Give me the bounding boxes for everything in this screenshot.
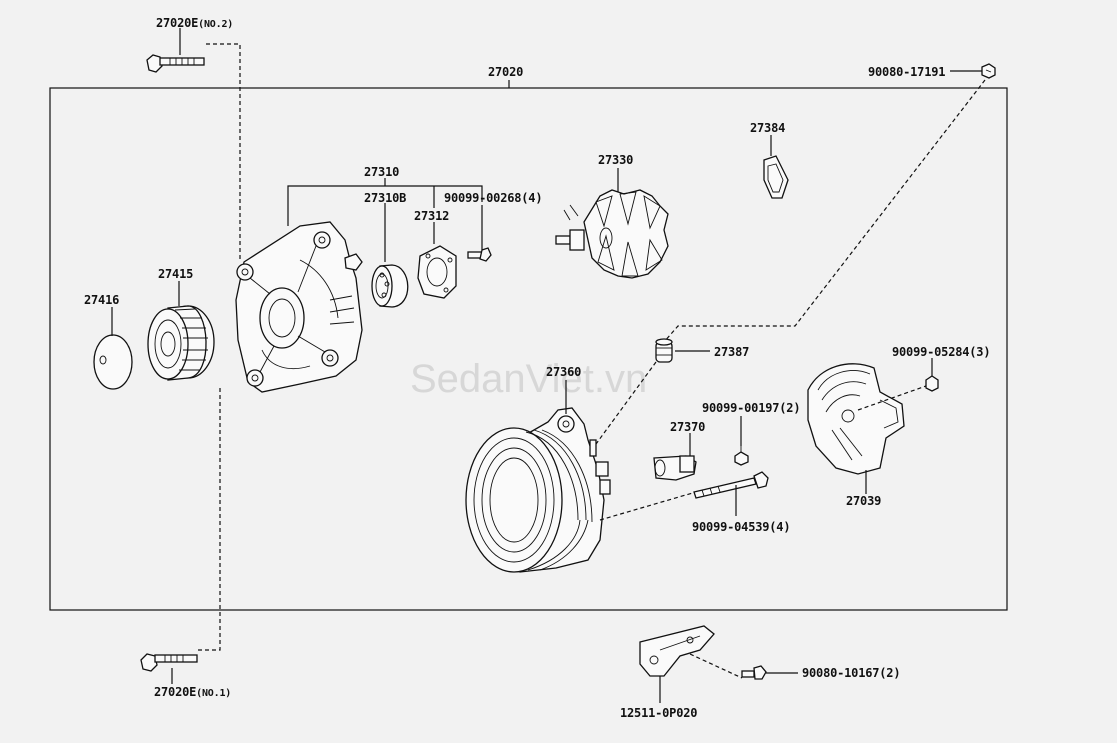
label-27020e-no2[interactable]: 27020E(NO.2)	[156, 16, 233, 30]
dash-insulator-stator	[595, 361, 657, 445]
label-90099-04539[interactable]: 90099-04539(4)	[692, 520, 791, 534]
screw-90099-00197[interactable]	[734, 446, 749, 466]
bolt-no1[interactable]	[140, 653, 198, 672]
label-90080-10167[interactable]: 90080-10167(2)	[802, 666, 901, 680]
label-27020e-no1[interactable]: 27020E(NO.1)	[154, 685, 231, 699]
dash-bracket-bolt	[689, 653, 743, 679]
label-27310[interactable]: 27310	[364, 165, 399, 179]
assembly-frame	[49, 87, 1008, 611]
pulley-27415[interactable]	[147, 305, 215, 381]
dash-cover-nut	[857, 385, 927, 411]
rear-cover-27039[interactable]	[807, 363, 905, 475]
bearing-27310b[interactable]	[371, 264, 409, 308]
label-27384[interactable]: 27384	[750, 121, 785, 135]
dash-bolt-no2	[206, 43, 241, 262]
brush-holder-27370[interactable]	[653, 455, 697, 481]
label-90099-00197[interactable]: 90099-00197(2)	[702, 401, 801, 415]
stator-27360[interactable]	[465, 407, 611, 573]
bolt-90080-10167[interactable]	[741, 665, 767, 680]
bolt-no2[interactable]	[146, 54, 205, 73]
washer-27416[interactable]	[93, 334, 133, 390]
terminal-insulator-27387[interactable]	[655, 338, 673, 363]
screw-90099-00268[interactable]	[467, 247, 492, 262]
retainer-plate-27312[interactable]	[417, 245, 457, 299]
label-90099-00268[interactable]: 90099-00268(4)	[444, 191, 543, 205]
label-27039[interactable]: 27039	[846, 494, 881, 508]
nut-90080-17191[interactable]	[981, 63, 996, 79]
label-27310b[interactable]: 27310B	[364, 191, 406, 205]
label-27387[interactable]: 27387	[714, 345, 749, 359]
bracket-12511-0p020[interactable]	[639, 625, 715, 677]
dash-terminal-nut	[663, 79, 986, 343]
label-27415[interactable]: 27415	[158, 267, 193, 281]
watermark: SedanViet.vn	[410, 357, 647, 401]
drive-end-frame-27310[interactable]	[235, 221, 363, 393]
label-12511-0p020[interactable]: 12511-0P020	[620, 706, 697, 720]
label-27330[interactable]: 27330	[598, 153, 633, 167]
through-bolt-90099-04539[interactable]	[693, 471, 769, 499]
label-27360[interactable]: 27360	[546, 365, 581, 379]
nut-90099-05284[interactable]	[925, 375, 939, 392]
label-27416[interactable]: 27416	[84, 293, 119, 307]
label-90080-17191[interactable]: 90080-17191	[868, 65, 945, 79]
rotor-27330[interactable]	[555, 189, 669, 279]
insulator-27384[interactable]	[763, 155, 789, 199]
dash-bolt-no1	[198, 385, 221, 651]
label-27020[interactable]: 27020	[488, 65, 523, 79]
label-27312[interactable]: 27312	[414, 209, 449, 223]
dash-stator-bolt	[599, 491, 697, 521]
label-90099-05284[interactable]: 90099-05284(3)	[892, 345, 991, 359]
label-27370[interactable]: 27370	[670, 420, 705, 434]
